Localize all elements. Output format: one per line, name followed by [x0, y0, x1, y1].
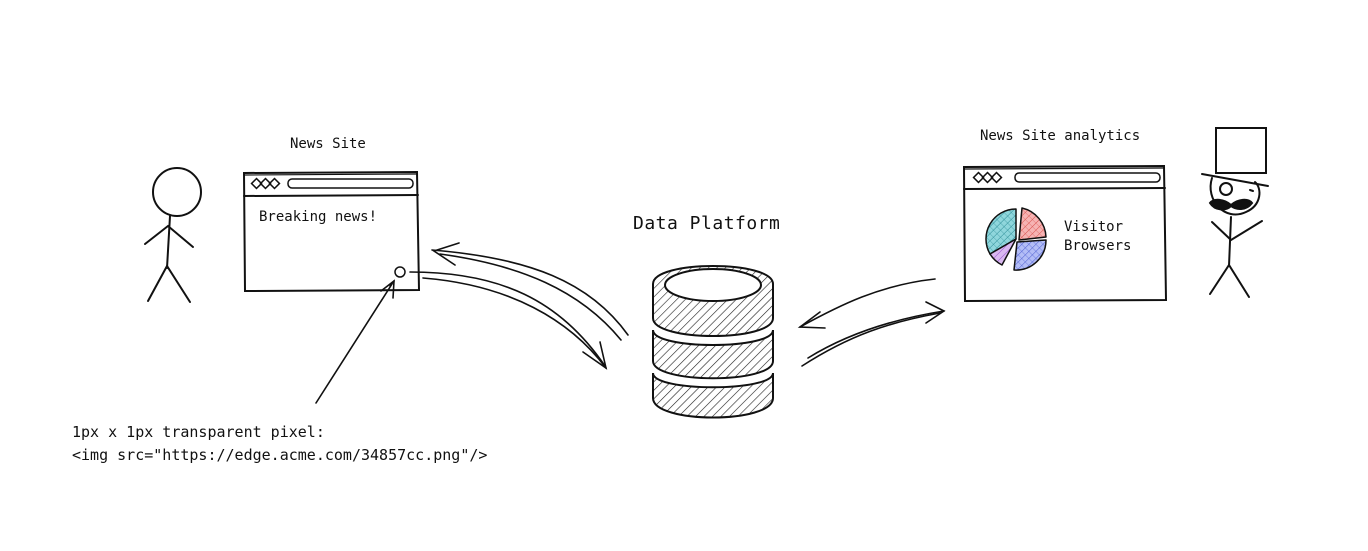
data-platform-database-icon	[652, 265, 774, 419]
news-site-title: News Site	[290, 136, 366, 152]
analyst-stick-figure	[1201, 127, 1269, 298]
arrows	[315, 242, 946, 404]
arrow-to-platform-from-analytics	[797, 278, 936, 329]
response-arrow-to-site	[431, 242, 629, 341]
monocle-icon	[1219, 182, 1233, 196]
top-hat-icon	[1215, 127, 1267, 174]
pie-legend-line1: Visitor	[1064, 219, 1124, 235]
news-site-content: Breaking news!	[259, 209, 378, 225]
analytics-site-window	[962, 164, 1168, 303]
pie-legend-line2: Browsers	[1064, 238, 1132, 254]
mustache-icon	[1208, 198, 1254, 211]
address-bar	[1014, 172, 1161, 183]
pie-chart-icon	[985, 207, 1047, 271]
reader-stick-figure	[144, 167, 202, 303]
analytics-site-title: News Site analytics	[980, 128, 1141, 144]
news-site-window	[242, 170, 421, 293]
request-arrow-to-platform	[409, 271, 608, 370]
tracking-pixel-icon	[394, 266, 406, 278]
data-platform-title: Data Platform	[633, 213, 781, 234]
address-bar	[287, 178, 414, 189]
pixel-note-line1: 1px x 1px transparent pixel:	[72, 423, 325, 441]
pixel-pointer-arrow	[315, 279, 395, 404]
arrow-to-analytics-from-platform	[801, 301, 946, 367]
pixel-note-line2: <img src="https://edge.acme.com/34857cc.…	[72, 446, 488, 464]
window-controls-icon	[250, 177, 281, 190]
window-controls-icon	[972, 171, 1003, 184]
